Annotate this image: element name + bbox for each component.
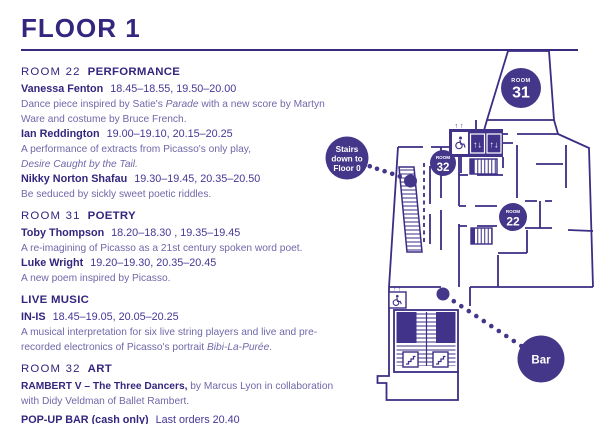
section-heading: ROOM 31 POETRY	[21, 209, 343, 224]
artist-line: Luke Wright 19.20–19.30, 20.35–20.45	[21, 256, 343, 271]
artist-line: Toby Thompson 18.20–18.30 , 19.35–19.45	[21, 226, 343, 241]
program-section: ROOM 31 POETRY Toby Thompson 18.20–18.30 , …	[21, 209, 343, 286]
room-22-marker: ROOM 22	[499, 203, 527, 231]
svg-text:31: 31	[512, 85, 530, 102]
artist-line: POP-UP BAR (cash only) Last orders 20.40	[21, 413, 343, 424]
description-text: RAMBERT V – The Three Dancers, by Marcus…	[21, 379, 343, 409]
category-label: POETRY	[87, 210, 136, 222]
room-31-marker: ROOM 31	[501, 68, 541, 108]
program-section: ROOM 32 ART RAMBERT V – The Three Dancers,…	[21, 362, 343, 424]
svg-text:ROOM: ROOM	[506, 209, 520, 214]
staircase-to-floor0	[398, 166, 423, 253]
artist-times: 18.45–18.55, 19.50–20.00	[110, 83, 237, 95]
artist-name: Nikky Norton Shafau	[21, 173, 128, 185]
section-heading: LIVE MUSIC	[21, 293, 343, 308]
category-label: ART	[87, 363, 112, 375]
artist-name: Vanessa Fenton	[21, 83, 104, 95]
description-fragment: Dance piece inspired by Satie's	[21, 99, 166, 110]
lift-updown-icon: ↑↓	[473, 140, 482, 150]
svg-text:Bar: Bar	[531, 355, 551, 367]
svg-text:Floor 0: Floor 0	[333, 164, 361, 173]
description-fragment: Desire Caught by the Tail.	[21, 159, 138, 170]
svg-text:32: 32	[437, 162, 450, 174]
small-stairs-icon	[469, 158, 498, 175]
artist-name: Toby Thompson	[21, 227, 105, 239]
artist-name: IN-IS	[21, 311, 46, 323]
artist-times: 19.30–19.45, 20.35–20.50	[134, 173, 261, 185]
lift-updown-icon: ↑↓	[490, 140, 499, 150]
artist-times: Last orders 20.40	[155, 414, 240, 424]
artist-times: 19.20–19.30, 20.35–20.45	[90, 257, 217, 269]
description-text: Be seduced by sickly sweet poetic riddle…	[21, 187, 343, 202]
description-fragment: Parade	[165, 99, 199, 110]
category-label: LIVE MUSIC	[21, 294, 90, 306]
artist-times: 18.45–19.05, 20.05–20.25	[52, 311, 179, 323]
description-text: A new poem inspired by Picasso.	[21, 271, 343, 286]
artist-line: Nikky Norton Shafau 19.30–19.45, 20.35–20…	[21, 172, 343, 187]
artist-times: 18.20–18.30 , 19.35–19.45	[111, 227, 241, 239]
escalator-block	[393, 309, 459, 373]
accessible-lift-icon: ↑ ↑	[388, 287, 407, 309]
svg-text:ROOM: ROOM	[511, 78, 530, 84]
artist-name: Luke Wright	[21, 257, 84, 269]
lift-call-arrows-icon: ↑ ↑	[393, 287, 401, 293]
artist-line: IN-IS 18.45–19.05, 20.05–20.25	[21, 310, 343, 325]
description-fragment: A re-imagining of Picasso as a 21st cent…	[21, 243, 303, 254]
svg-text:22: 22	[506, 215, 520, 229]
artist-times: 19.00–19.10, 20.15–20.25	[106, 128, 233, 140]
stair-exit-icon	[402, 351, 419, 368]
artist-line: Vanessa Fenton 18.45–18.55, 19.50–20.00	[21, 82, 343, 97]
artist-name: Ian Reddington	[21, 128, 100, 140]
lift-call-arrows-icon: ↑ ↑	[455, 123, 464, 130]
location-dot	[404, 174, 417, 188]
description-fragment: A new poem inspired by Picasso.	[21, 273, 171, 284]
svg-text:down to: down to	[331, 155, 362, 164]
title-underline	[21, 49, 578, 51]
section-heading: ROOM 22 PERFORMANCE	[21, 65, 343, 80]
description-text: A performance of extracts from Picasso's…	[21, 142, 343, 172]
description-fragment: Be seduced by sickly sweet poetic riddle…	[21, 189, 212, 200]
program-list: ROOM 22 PERFORMANCE Vanessa Fenton 18.45–18…	[21, 65, 343, 424]
program-section: ROOM 22 PERFORMANCE Vanessa Fenton 18.45–18…	[21, 65, 343, 202]
room-32-marker: ROOM 32	[430, 150, 456, 176]
artist-line: Ian Reddington 19.00–19.10, 20.15–20.25	[21, 127, 343, 142]
dotted-path-stairs	[367, 163, 417, 188]
description-text: A re-imagining of Picasso as a 21st cent…	[21, 241, 343, 256]
room-number-label: ROOM 31	[21, 210, 81, 222]
description-fragment: by Marcus Lyon in collaboration with Did…	[21, 381, 336, 407]
svg-text:Stairs: Stairs	[336, 145, 359, 154]
description-fragment: Bibi-La-Purée	[206, 342, 270, 353]
dotted-path-bar	[436, 287, 524, 349]
stairs-down-marker: Stairs down to Floor 0	[325, 136, 369, 180]
description-fragment: .	[269, 342, 273, 353]
wheelchair-icon	[392, 294, 402, 306]
room-number-label: ROOM 22	[21, 66, 81, 78]
svg-text:ROOM: ROOM	[436, 155, 450, 160]
description-fragment: A musical interpretation for six live st…	[21, 327, 318, 353]
description-text: Dance piece inspired by Satie's Parade w…	[21, 97, 343, 127]
category-label: PERFORMANCE	[87, 66, 181, 78]
lift-block: ↑ ↑ ↑↓ ↑↓	[449, 123, 503, 157]
page-title: FLOOR 1	[21, 13, 141, 43]
section-heading: ROOM 32 ART	[21, 362, 343, 377]
wheelchair-icon	[455, 136, 466, 150]
artist-name: POP-UP BAR (cash only)	[21, 414, 149, 424]
description-text: A musical interpretation for six live st…	[21, 325, 343, 355]
description-fragment: A performance of extracts from Picasso's…	[21, 144, 251, 155]
stair-exit-icon	[432, 351, 449, 368]
bar-marker: Bar	[517, 335, 565, 383]
description-fragment: RAMBERT V – The Three Dancers,	[21, 381, 188, 392]
room-number-label: ROOM 32	[21, 363, 81, 375]
location-dot	[436, 287, 450, 301]
small-stairs-icon	[470, 227, 493, 245]
description-fragment: with a new score by Martyn Ware and cost…	[21, 99, 328, 125]
